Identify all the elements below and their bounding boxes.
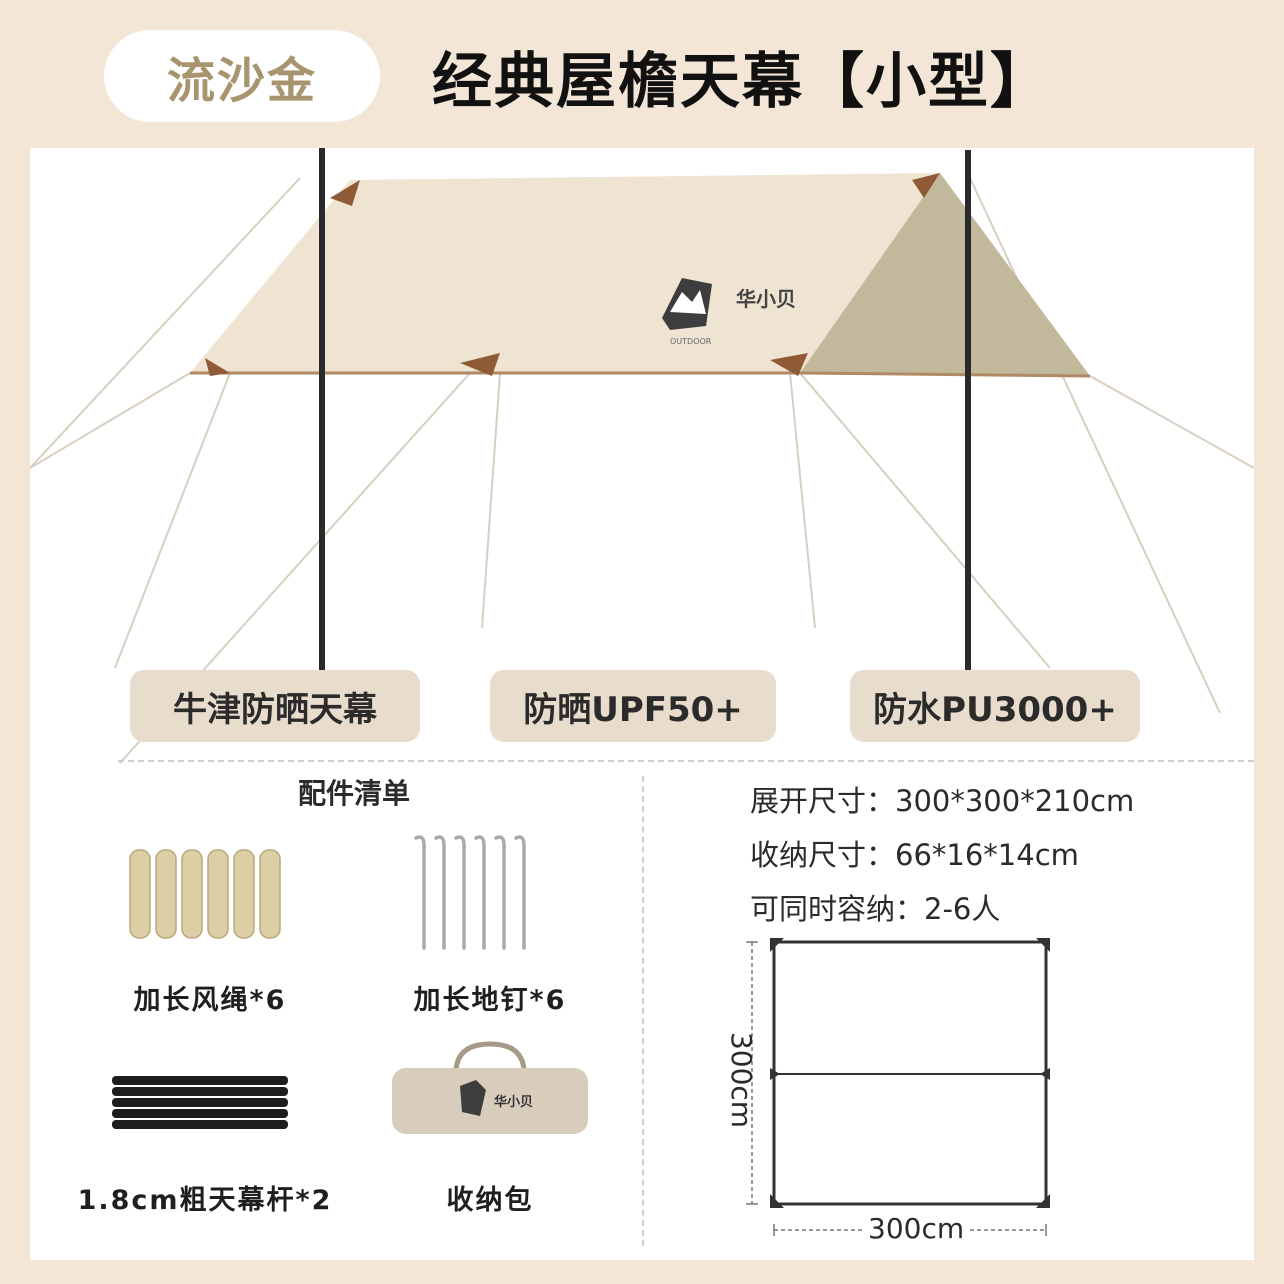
- height-dimension-label: 300cm: [725, 1031, 758, 1129]
- product-panel: 华小贝 OUTDOOR 牛津防晒天幕 防晒UPF50+ 防水PU3000+ 配件…: [30, 148, 1254, 1260]
- logo-tag-text: OUTDOOR: [670, 337, 712, 346]
- spec-capacity: 可同时容纳：2-6人: [750, 892, 1001, 926]
- tarp-side-wing: [800, 173, 1090, 376]
- color-badge: 流沙金: [104, 30, 380, 122]
- pole-icon: [112, 1076, 288, 1129]
- pole-label: 1.8cm粗天幕杆*2: [77, 1185, 333, 1216]
- page-title: 经典屋檐天幕【小型】: [432, 46, 1052, 117]
- feature-oxford: 牛津防晒天幕: [130, 670, 420, 742]
- rope-label: 加长风绳*6: [133, 985, 287, 1016]
- feature-upf: 防晒UPF50+: [490, 670, 776, 742]
- width-dimension-label: 300cm: [862, 1212, 971, 1245]
- bag-label: 收纳包: [446, 1185, 534, 1216]
- stake-icon: [414, 835, 526, 950]
- rope-icon: [129, 849, 281, 939]
- tarp-illustration: 华小贝 OUTDOOR: [30, 148, 1254, 764]
- brand-logo-icon: [662, 278, 712, 330]
- section-divider-horizontal: [118, 760, 1254, 762]
- spec-open-size: 展开尺寸：300*300*210cm: [750, 784, 1135, 818]
- color-name: 流沙金: [166, 53, 317, 109]
- spec-packed-size: 收纳尺寸：66*16*14cm: [750, 838, 1079, 872]
- tarp-dimension-diagram: [746, 938, 1050, 1236]
- tarp-top-sheet: [190, 173, 940, 373]
- feature-waterproof: 防水PU3000+: [850, 670, 1140, 742]
- logo-brand-text: 华小贝: [736, 287, 796, 311]
- svg-text:华小贝: 华小贝: [494, 1094, 533, 1110]
- accessories-title: 配件清单: [297, 777, 410, 810]
- section-divider-vertical: [642, 776, 644, 1246]
- bag-icon: 华小贝: [392, 1041, 588, 1134]
- stake-label: 加长地钉*6: [413, 985, 567, 1016]
